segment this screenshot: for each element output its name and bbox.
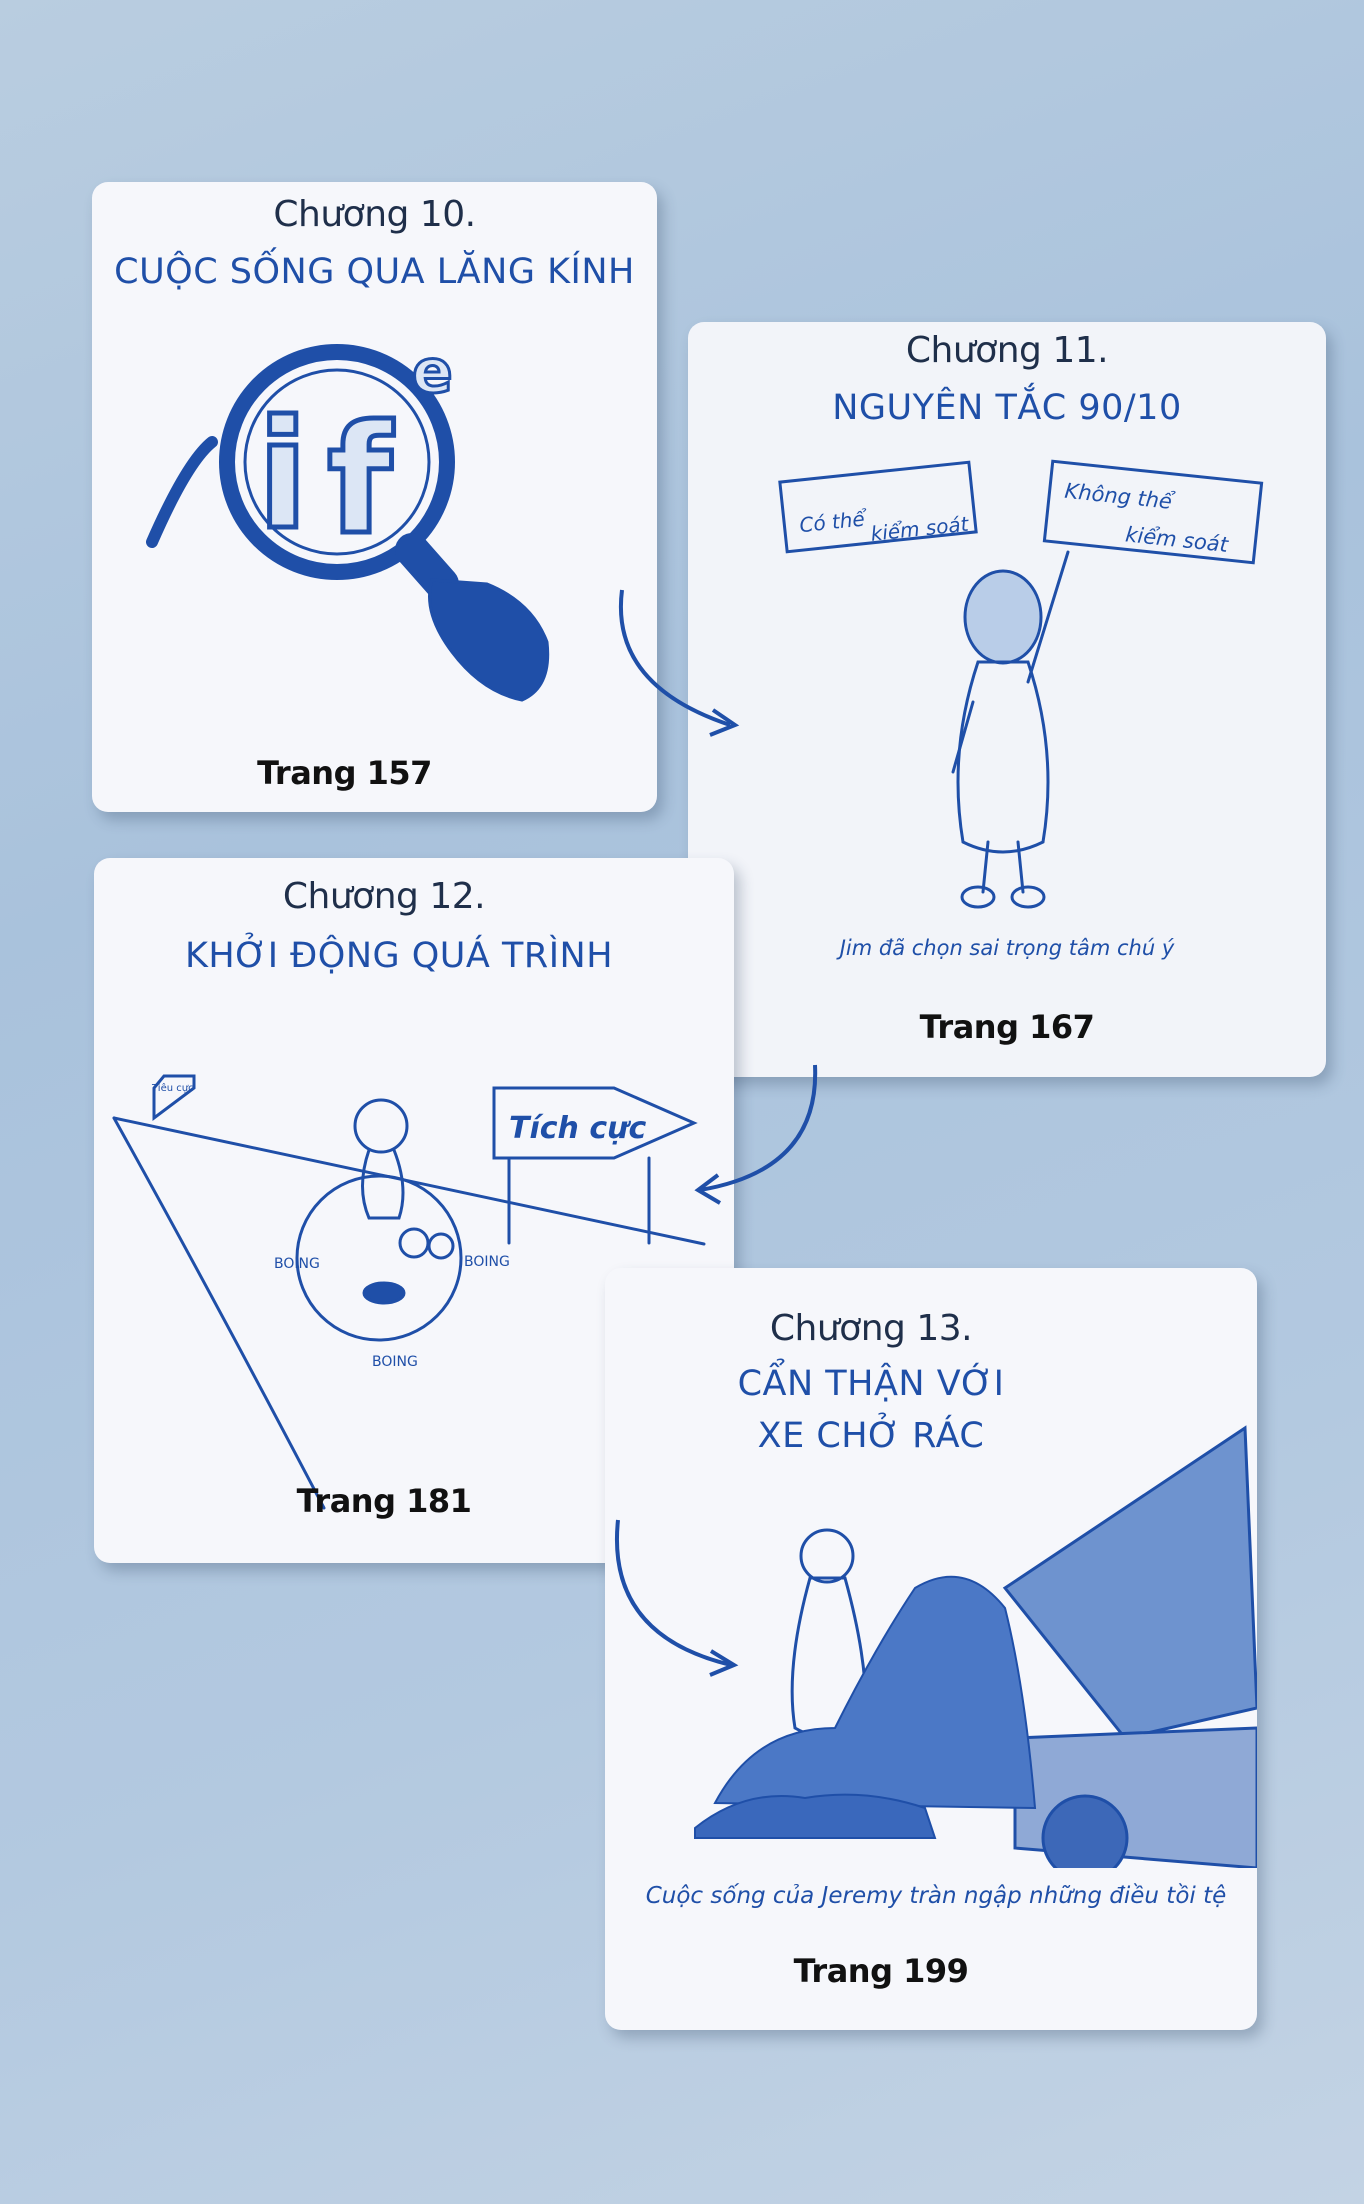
page-number: Trang 167 xyxy=(919,1008,1095,1046)
chapter-number: Chương 10. xyxy=(273,194,476,235)
chapter-number: Chương 12. xyxy=(282,876,486,917)
illustration-caption: Cuộc sống của Jeremy tràn ngập những điề… xyxy=(645,1883,1227,1909)
chapter-card-11: Chương 11. NGUYÊN TẮC 90/10 Có thể kiểm … xyxy=(688,322,1326,1077)
chapter-title: CUỘC SỐNG QUA LĂNG KÍNH xyxy=(114,252,635,292)
bouncing-ball-illustration: Tiêu cực Tích cực BOING BOING BOING xyxy=(112,1074,706,1510)
page-number: Trang 181 xyxy=(296,1482,472,1520)
boing-sound-2: BOING xyxy=(464,1254,510,1270)
garbage-pile xyxy=(694,1575,1037,1839)
arrow-10-to-11-icon xyxy=(618,589,740,737)
boing-sound-1: BOING xyxy=(274,1256,320,1272)
sign-small-label: Tiêu cực xyxy=(151,1082,194,1094)
sign-right-line-1: Không thể xyxy=(1063,479,1176,514)
chapter-number: Chương 13. xyxy=(769,1308,973,1349)
chapter-title-line-2: XE CHỞ RÁC xyxy=(757,1416,985,1456)
garbage-truck-illustration xyxy=(694,1425,1257,1868)
letter-i: i xyxy=(257,389,308,563)
letter-e: e xyxy=(412,337,453,407)
page-number: Trang 199 xyxy=(793,1952,969,1990)
arrow-12-to-13-icon xyxy=(615,1519,739,1677)
sign-main-label: Tích cực xyxy=(509,1111,646,1146)
chapter-card-13: Chương 13. CẨN THẬN VỚI XE CHỞ RÁC Cuộc … xyxy=(605,1268,1257,2030)
jim-with-signs-illustration: Có thể kiểm soát Không thể kiểm soát xyxy=(778,459,1264,909)
chapter-title-line-1: CẨN THẬN VỚI xyxy=(737,1364,1005,1404)
boing-sound-3: BOING xyxy=(372,1354,418,1370)
sign-left-line-1: Có thể xyxy=(798,506,869,537)
chapter-number: Chương 11. xyxy=(905,330,1109,371)
illustration-caption: Jim đã chọn sai trọng tâm chú ý xyxy=(839,936,1175,960)
chapter-title: KHỞI ĐỘNG QUÁ TRÌNH xyxy=(184,936,614,976)
arrow-11-to-12-icon xyxy=(694,1064,818,1205)
letter-f: f xyxy=(327,394,394,568)
chapter-card-10: Chương 10. CUỘC SỐNG QUA LĂNG KÍNH i f e… xyxy=(92,182,657,812)
chapter-title: NGUYÊN TẮC 90/10 xyxy=(832,388,1182,428)
magnifying-glass-illustration: i f e l xyxy=(146,336,550,702)
sign-left-line-2: kiểm soát xyxy=(870,512,971,546)
life-letters: i f e l xyxy=(255,336,455,571)
page-number: Trang 157 xyxy=(257,754,432,792)
